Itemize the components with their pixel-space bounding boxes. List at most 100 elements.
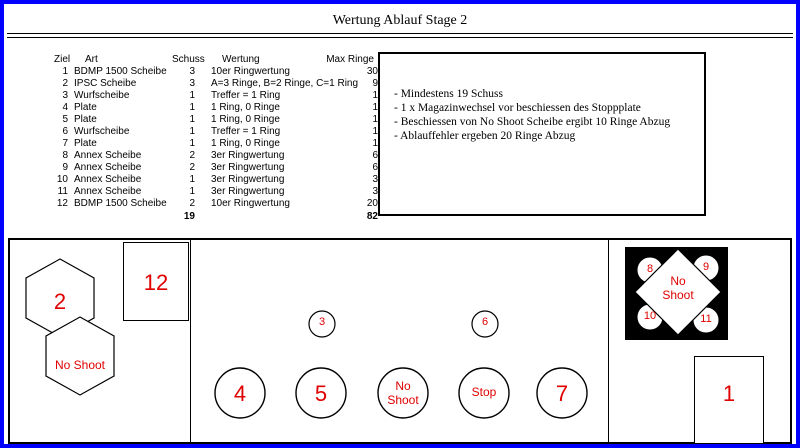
- no-shoot-hex-label: No Shoot: [54, 358, 106, 372]
- row-art: Wurfscheibe: [74, 90, 130, 101]
- bay-divider-right: [608, 238, 609, 444]
- row-schuss: 1: [189, 114, 195, 125]
- row-schuss: 1: [189, 174, 195, 185]
- annex-label-9: 9: [702, 261, 710, 273]
- target-6-circle: [471, 310, 499, 338]
- row-ziel: 4: [62, 102, 68, 113]
- row-art: Plate: [74, 138, 97, 149]
- plate-7-circle: [536, 367, 588, 419]
- row-schuss: 2: [189, 162, 195, 173]
- row-wertung: 1 Ring, 0 Ringe: [211, 138, 280, 149]
- plate-4-label: 4: [233, 381, 247, 406]
- row-art: Plate: [74, 114, 97, 125]
- row-max: 20: [366, 198, 378, 209]
- no-shoot-plate-label: No Shoot: [378, 379, 428, 407]
- row-max: 6: [372, 162, 378, 173]
- row-art: Annex Scheibe: [74, 186, 142, 197]
- notes-list: - Mindestens 19 Schuss - 1 x Magazinwech…: [394, 87, 670, 143]
- header-art: Art: [85, 54, 98, 65]
- row-max: 3: [372, 186, 378, 197]
- row-art: Annex Scheibe: [74, 162, 142, 173]
- row-wertung: Treffer = 1 Ring: [211, 90, 281, 101]
- row-wertung: 1 Ring, 0 Ringe: [211, 102, 280, 113]
- annex-no-shoot-line2: Shoot: [662, 288, 694, 302]
- row-wertung: 3er Ringwertung: [211, 186, 285, 197]
- row-wertung: 3er Ringwertung: [211, 150, 285, 161]
- row-schuss: 3: [189, 78, 195, 89]
- row-schuss: 1: [189, 126, 195, 137]
- annex-no-shoot-label: No Shoot: [653, 274, 703, 302]
- row-schuss: 2: [189, 198, 195, 209]
- row-wertung: 10er Ringwertung: [211, 66, 290, 77]
- row-ziel: 3: [62, 90, 68, 101]
- stop-plate-label: Stop: [471, 385, 497, 399]
- row-max: 3: [372, 174, 378, 185]
- row-wertung: 10er Ringwertung: [211, 198, 290, 209]
- annex-label-11: 11: [700, 313, 712, 325]
- no-shoot-plate-line1: No: [395, 379, 411, 393]
- target-12-label: 12: [143, 270, 169, 295]
- annex-label-10: 10: [643, 310, 657, 322]
- row-ziel: 5: [62, 114, 68, 125]
- row-schuss: 1: [189, 138, 195, 149]
- no-shoot-plate-line2: Shoot: [387, 393, 419, 407]
- header-ziel: Ziel: [54, 54, 71, 65]
- row-max: 9: [372, 78, 378, 89]
- target-2-label: 2: [53, 289, 67, 314]
- row-max: 1: [372, 126, 378, 137]
- stage-sheet: Wertung Ablauf Stage 2 Ziel Art Schuss W…: [4, 4, 796, 444]
- target-1-label: 1: [722, 381, 736, 406]
- target-3-circle: [308, 310, 336, 338]
- row-ziel: 11: [57, 186, 68, 197]
- no-shoot-hexagon: [45, 316, 115, 396]
- annex-label-8: 8: [646, 263, 654, 275]
- row-ziel: 8: [62, 150, 68, 161]
- row-art: IPSC Scheibe: [74, 78, 137, 89]
- title-divider: [7, 37, 793, 38]
- plate-5-circle: [295, 367, 347, 419]
- row-max: 30: [366, 66, 378, 77]
- plate-7-label: 7: [555, 381, 569, 406]
- stop-plate-circle: [458, 367, 510, 419]
- row-art: Wurfscheibe: [74, 126, 130, 137]
- page-title: Wertung Ablauf Stage 2: [332, 13, 468, 28]
- total-max-ringe: 82: [366, 211, 378, 222]
- row-art: Annex Scheibe: [74, 174, 142, 185]
- header-wertung: Wertung: [222, 54, 260, 65]
- row-schuss: 1: [189, 90, 195, 101]
- row-max: 1: [372, 138, 378, 149]
- target-3-label: 3: [318, 316, 326, 328]
- bay-divider-left: [190, 238, 191, 444]
- row-ziel: 2: [62, 78, 68, 89]
- row-wertung: 3er Ringwertung: [211, 174, 285, 185]
- target-12-box: [123, 242, 189, 321]
- row-max: 1: [372, 114, 378, 125]
- annex-no-shoot-diamond: [634, 248, 722, 336]
- row-art: Plate: [74, 102, 97, 113]
- row-ziel: 9: [62, 162, 68, 173]
- stage-drawing: [25, 247, 728, 419]
- row-ziel: 1: [62, 66, 68, 77]
- row-ziel: 6: [62, 126, 68, 137]
- row-schuss: 1: [189, 102, 195, 113]
- note-item: - 1 x Magazinwechsel vor beschiessen des…: [394, 102, 641, 114]
- note-item: - Beschiessen von No Shoot Scheibe ergib…: [394, 116, 671, 128]
- row-max: 1: [372, 102, 378, 113]
- plate-5-label: 5: [314, 381, 328, 406]
- target-6-label: 6: [481, 316, 489, 328]
- row-art: BDMP 1500 Scheibe: [74, 198, 167, 209]
- row-ziel: 10: [56, 174, 68, 185]
- row-wertung: 3er Ringwertung: [211, 162, 285, 173]
- row-wertung: Treffer = 1 Ring: [211, 126, 281, 137]
- row-schuss: 3: [189, 66, 195, 77]
- header-schuss: Schuss: [172, 54, 205, 65]
- row-wertung: 1 Ring, 0 Ringe: [211, 114, 280, 125]
- row-art: BDMP 1500 Scheibe: [74, 66, 167, 77]
- note-item: - Ablauffehler ergeben 20 Ringe Abzug: [394, 130, 576, 142]
- row-art: Annex Scheibe: [74, 150, 142, 161]
- row-max: 6: [372, 150, 378, 161]
- note-item: - Mindestens 19 Schuss: [394, 88, 503, 100]
- no-shoot-plate-circle: [377, 367, 429, 419]
- row-schuss: 2: [189, 150, 195, 161]
- annex-no-shoot-line1: No: [670, 274, 686, 288]
